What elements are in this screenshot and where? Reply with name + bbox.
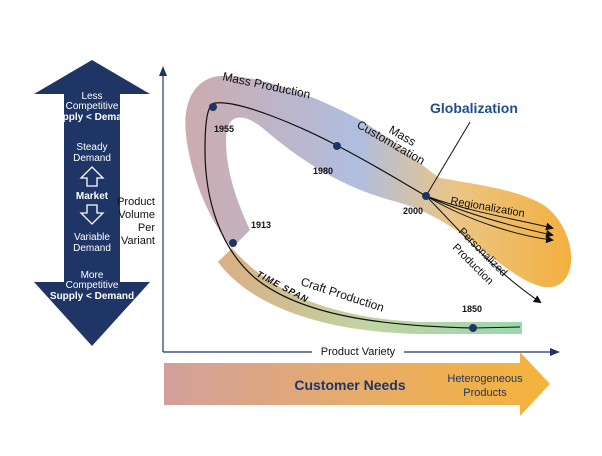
competitive-top-label: Competitive xyxy=(66,101,119,112)
time-span-curve xyxy=(204,102,554,329)
x-axis-label: Product Variety xyxy=(321,346,396,358)
year-1980: 1980 xyxy=(313,166,333,176)
heterogeneous-label-1: Heterogeneous xyxy=(447,373,523,385)
down-arrow-icon xyxy=(79,204,105,225)
market-double-arrow xyxy=(34,60,150,346)
competitive-bottom-label: Competitive xyxy=(66,280,119,291)
up-arrow-icon xyxy=(79,166,105,187)
supply-demand-top-label: Supply < Demand xyxy=(50,112,134,123)
year-2000: 2000 xyxy=(403,206,423,216)
y-axis-label-2: Volume xyxy=(118,209,155,221)
milestone-dot-1980 xyxy=(333,142,341,150)
steady-label: Steady xyxy=(76,142,107,153)
more-label: More xyxy=(81,270,104,281)
steady-demand-label: Demand xyxy=(73,153,111,164)
globalization-label: Globalization xyxy=(430,100,518,116)
heterogeneous-label-2: Products xyxy=(463,387,507,399)
year-1955: 1955 xyxy=(214,124,234,134)
y-axis-label-4: Variant xyxy=(121,235,155,247)
year-1850: 1850 xyxy=(462,304,482,314)
milestone-dot-2000 xyxy=(422,192,430,200)
milestone-dot-1913 xyxy=(229,239,237,247)
less-label: Less xyxy=(81,91,102,102)
variable-demand-label: Demand xyxy=(73,243,111,254)
y-axis-label-3: Per xyxy=(138,222,155,234)
market-label: Market xyxy=(76,191,109,202)
customer-needs-arrow xyxy=(164,352,550,416)
variable-label: Variable xyxy=(74,232,110,243)
evolution-band xyxy=(185,75,572,334)
year-1913: 1913 xyxy=(251,220,271,230)
supply-demand-bottom-label: Supply < Demand xyxy=(50,291,134,302)
milestone-dot-1850 xyxy=(469,324,477,332)
customer-needs-label: Customer Needs xyxy=(294,377,405,393)
y-axis-label-1: Product xyxy=(117,196,155,208)
milestone-dot-1955 xyxy=(209,103,217,111)
